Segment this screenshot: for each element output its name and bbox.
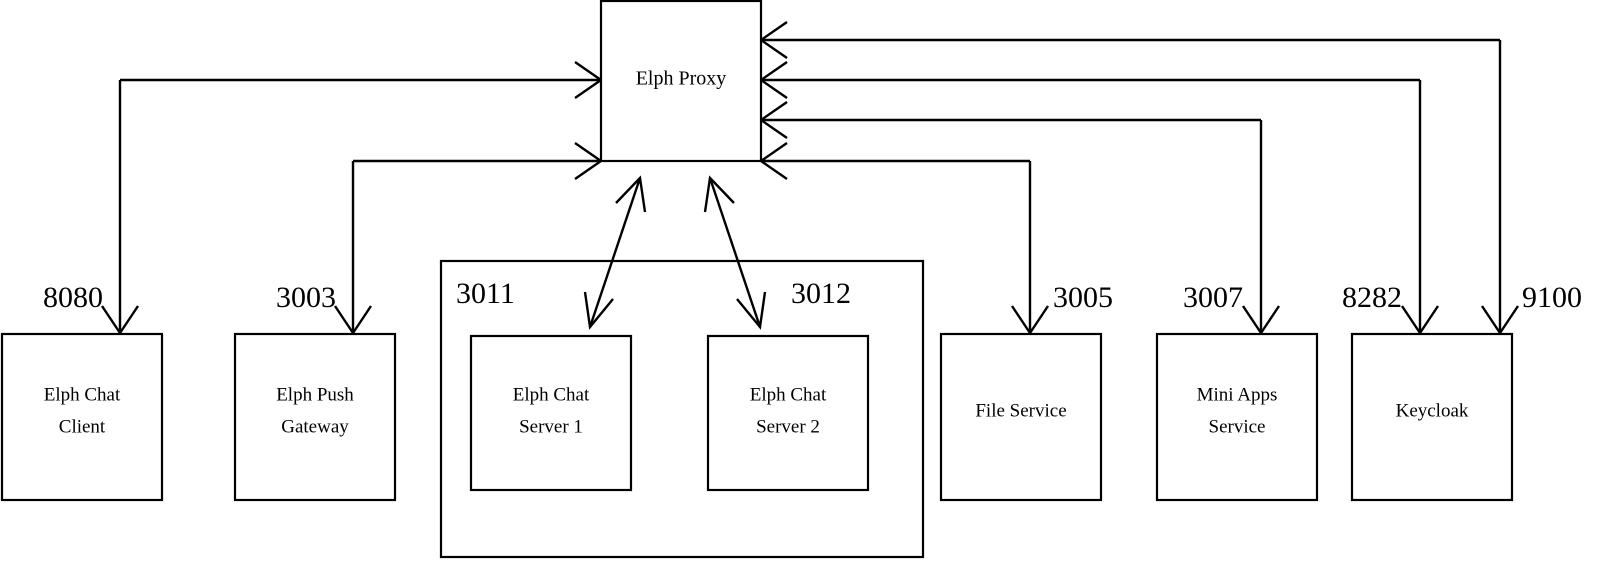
node-elph-chat-client[interactable]: Elph Chat Client bbox=[0, 332, 164, 502]
elph-push-gateway-box[interactable] bbox=[233, 332, 397, 502]
port-label-chat-server-1: 3011 bbox=[456, 277, 515, 310]
keycloak-label-line1: Keycloak bbox=[1396, 400, 1469, 421]
keycloak-box[interactable] bbox=[1350, 332, 1514, 502]
node-keycloak[interactable]: Keycloak bbox=[1350, 332, 1514, 502]
elph-chat-server-2-label-line2: Server 2 bbox=[756, 416, 820, 437]
node-elph-proxy[interactable]: Elph Proxy bbox=[599, 0, 763, 163]
elph-chat-server-2-label-line1: Elph Chat bbox=[750, 384, 827, 405]
elph-proxy-label: Elph Proxy bbox=[636, 68, 727, 90]
elph-chat-client-label-line1: Elph Chat bbox=[44, 384, 121, 405]
elph-proxy-box[interactable] bbox=[599, 0, 763, 163]
elph-push-gateway-label-line1: Elph Push bbox=[276, 384, 354, 405]
elph-chat-server-2-box[interactable] bbox=[706, 334, 870, 492]
edge-proxy-to-chat-client bbox=[101, 61, 604, 336]
elph-chat-server-1-box[interactable] bbox=[469, 334, 633, 492]
node-elph-push-gateway[interactable]: Elph Push Gateway bbox=[233, 332, 397, 502]
port-label-mini-apps: 3007 bbox=[1183, 281, 1243, 314]
arrow-head-3011-into-proxy bbox=[615, 175, 647, 213]
file-service-box[interactable] bbox=[939, 332, 1103, 502]
elph-chat-client-label-line2: Client bbox=[59, 416, 106, 437]
port-label-keycloak-9100: 9100 bbox=[1522, 281, 1582, 314]
edge-proxy-to-keycloak-9100 bbox=[758, 21, 1519, 336]
arrow-head-3011-into-chat-server-1 bbox=[583, 291, 614, 330]
elph-chat-server-1-label-line2: Server 1 bbox=[519, 416, 583, 437]
mini-apps-service-label-line1: Mini Apps bbox=[1197, 384, 1278, 405]
edge-proxy-to-chat-server-1 bbox=[583, 175, 647, 330]
mini-apps-service-label-line2: Service bbox=[1209, 416, 1266, 437]
port-label-chat-client: 8080 bbox=[43, 281, 103, 314]
elph-chat-client-box[interactable] bbox=[0, 332, 164, 502]
elph-chat-server-1-label-line1: Elph Chat bbox=[513, 384, 590, 405]
node-mini-apps-service[interactable]: Mini Apps Service bbox=[1155, 332, 1319, 502]
mini-apps-service-box[interactable] bbox=[1155, 332, 1319, 502]
chat-server-cluster-group bbox=[439, 259, 925, 559]
elph-push-gateway-label-line2: Gateway bbox=[281, 416, 349, 437]
port-label-chat-server-2: 3012 bbox=[791, 277, 851, 310]
edge-line-3011-diagonal bbox=[588, 177, 642, 328]
port-label-file-service: 3005 bbox=[1053, 281, 1113, 314]
edge-line-3012-diagonal bbox=[708, 177, 762, 328]
edge-proxy-to-chat-server-2 bbox=[703, 175, 767, 330]
port-label-keycloak-8282: 8282 bbox=[1342, 281, 1402, 314]
node-elph-chat-server-1[interactable]: Elph Chat Server 1 bbox=[469, 334, 633, 492]
arrow-head-3012-into-proxy bbox=[703, 175, 735, 213]
node-elph-chat-server-2[interactable]: Elph Chat Server 2 bbox=[706, 334, 870, 492]
node-file-service[interactable]: File Service bbox=[939, 332, 1103, 502]
arrow-head-3012-into-chat-server-2 bbox=[736, 291, 767, 330]
port-label-push-gateway: 3003 bbox=[276, 281, 336, 314]
file-service-label-line1: File Service bbox=[975, 400, 1066, 421]
